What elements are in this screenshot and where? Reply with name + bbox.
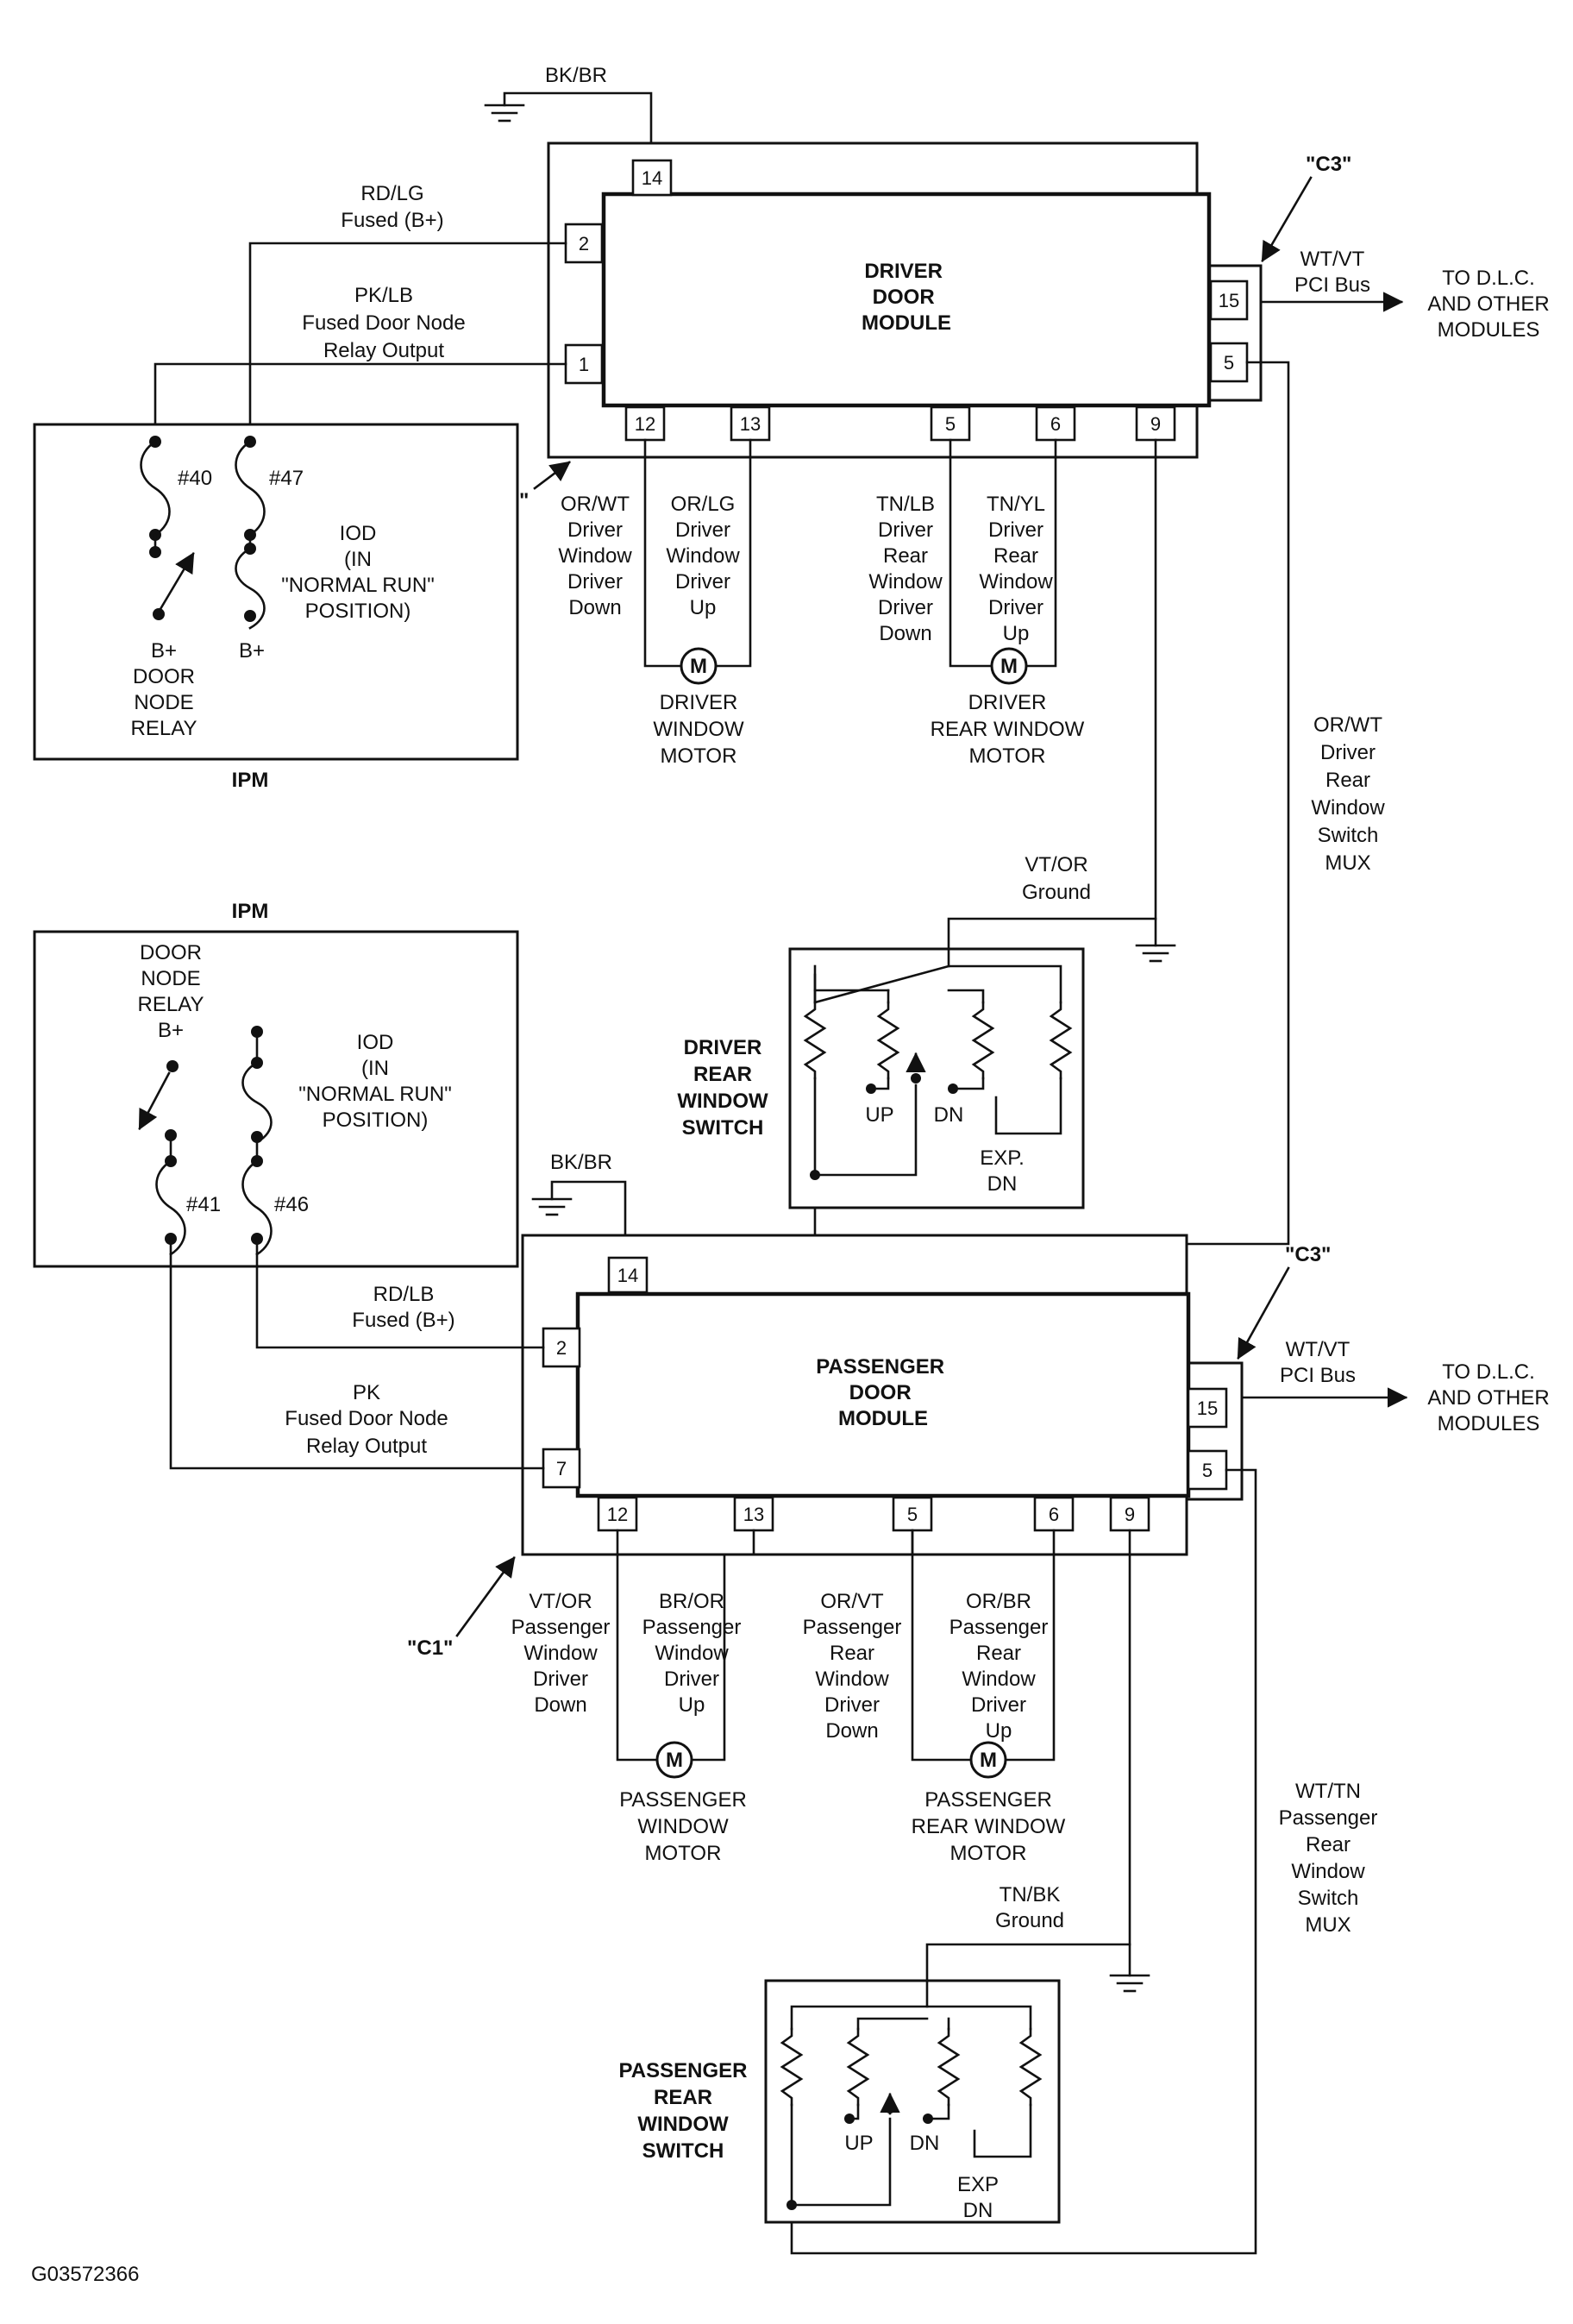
pin-5-bottom: 5 <box>907 1504 918 1525</box>
pin-2: 2 <box>556 1337 567 1359</box>
driver-side: BK/BR DRIVER DOOR MODULE 14 2 1 15 5 12 … <box>33 64 1550 1246</box>
passenger-c3-label: "C3" <box>1285 1243 1331 1266</box>
figure-id: G03572366 <box>31 2263 139 2286</box>
passenger-pins: 14 2 7 15 5 12 13 5 6 9 <box>542 1256 1228 1532</box>
driver-ground-wire-label: BK/BR <box>545 64 607 87</box>
pin-12: 12 <box>635 413 655 435</box>
passenger-module-ground: BK/BR <box>531 1151 627 1244</box>
svg-text:#47: #47 <box>269 467 304 490</box>
driver-module-name: DRIVER DOOR MODULE <box>862 260 951 335</box>
svg-text:BK/BR: BK/BR <box>550 1151 612 1174</box>
svg-text:M: M <box>1000 655 1018 678</box>
driver-c3-label: "C3" <box>1306 153 1351 176</box>
svg-text:EXP.DN: EXP.DN <box>980 1146 1025 1196</box>
passenger-module-name: PASSENGER DOOR MODULE <box>816 1355 950 1430</box>
driver-door-module <box>601 192 1212 408</box>
svg-text:#40: #40 <box>178 467 212 490</box>
pin-15: 15 <box>1219 290 1239 311</box>
svg-text:UP: UP <box>865 1103 893 1127</box>
pin-2: 2 <box>579 233 589 254</box>
svg-text:IOD(IN"NORMAL RUN"POSITION): IOD(IN"NORMAL RUN"POSITION) <box>281 522 435 623</box>
pin-1: 1 <box>579 354 589 375</box>
svg-text:M: M <box>666 1749 683 1772</box>
pin-14: 14 <box>642 167 662 189</box>
pin-9: 9 <box>1125 1504 1135 1525</box>
svg-text:M: M <box>690 655 707 678</box>
pin-14: 14 <box>617 1265 638 1286</box>
pin-5-right: 5 <box>1224 352 1234 374</box>
pin-5-right: 5 <box>1202 1460 1213 1481</box>
svg-text:DN: DN <box>910 2132 940 2155</box>
svg-text:IPM: IPM <box>232 900 269 923</box>
passenger-c1-label: "C1" <box>407 1636 453 1660</box>
passenger-door-module <box>575 1291 1191 1498</box>
pin-7: 7 <box>556 1458 567 1479</box>
pin-12: 12 <box>607 1504 628 1525</box>
svg-text:#41: #41 <box>186 1193 221 1216</box>
svg-text:DN: DN <box>934 1103 964 1127</box>
svg-text:IPM: IPM <box>232 769 269 792</box>
svg-text:UP: UP <box>844 2132 873 2155</box>
pin-13: 13 <box>740 413 761 435</box>
svg-text:IOD(IN"NORMAL RUN"POSITION): IOD(IN"NORMAL RUN"POSITION) <box>298 1031 452 1132</box>
pin-15: 15 <box>1197 1398 1218 1419</box>
pin-6: 6 <box>1050 413 1061 435</box>
pin-6: 6 <box>1049 1504 1059 1525</box>
svg-text:#46: #46 <box>274 1193 309 1216</box>
svg-text:B+: B+ <box>239 639 265 663</box>
driver-module-ground: BK/BR <box>484 64 653 157</box>
svg-text:M: M <box>980 1749 997 1772</box>
pin-9: 9 <box>1150 413 1161 435</box>
pin-5-bottom: 5 <box>945 413 956 435</box>
pin-13: 13 <box>743 1504 764 1525</box>
